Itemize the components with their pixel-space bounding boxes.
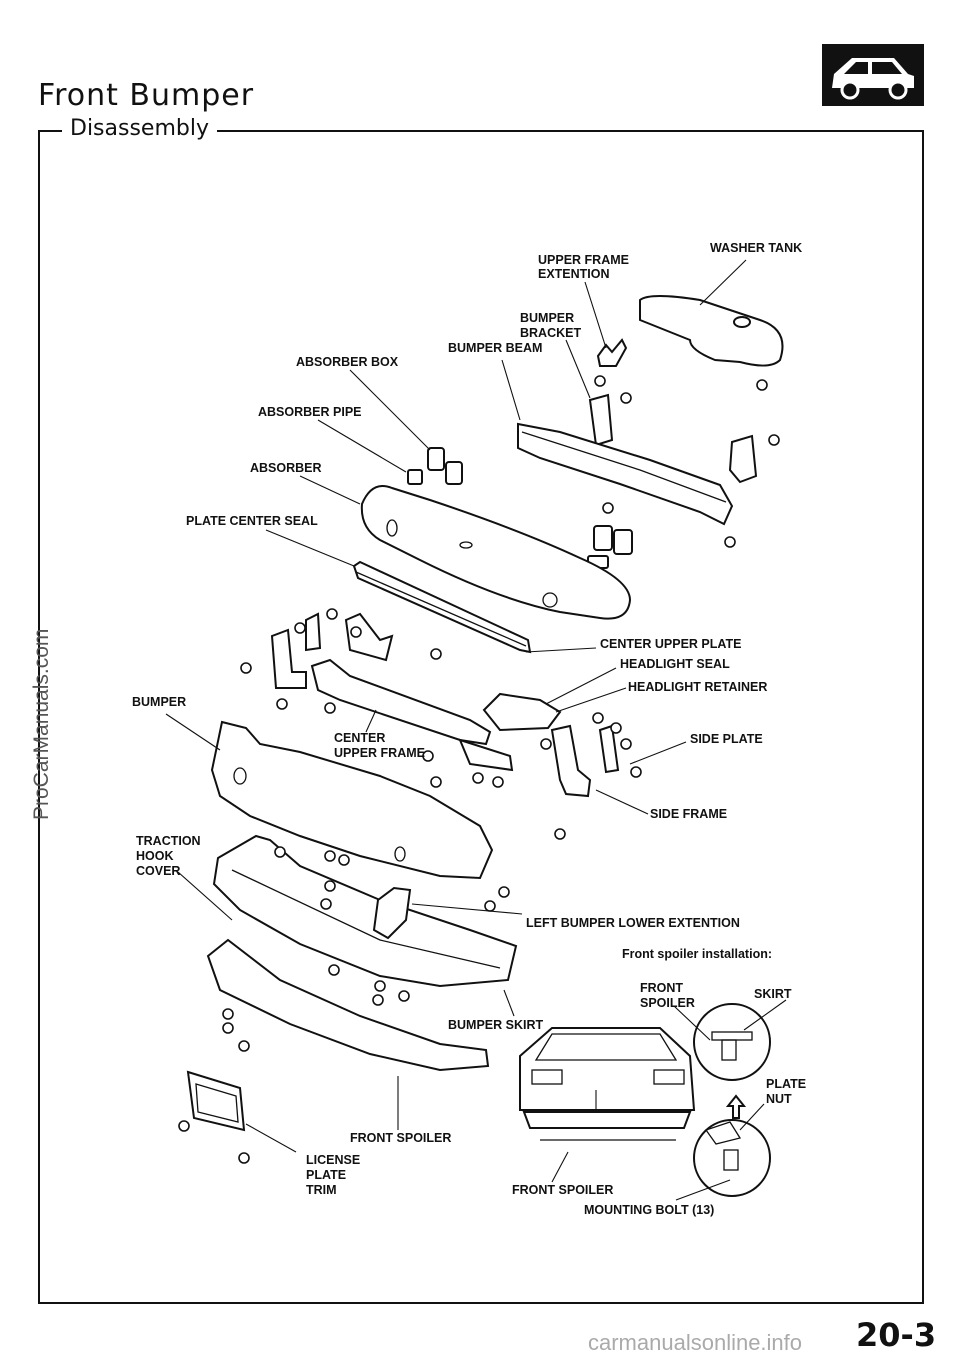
- label-bumper-skirt: BUMPER SKIRT: [448, 1018, 544, 1032]
- label-plate-nut-2: NUT: [766, 1092, 792, 1106]
- label-plate-nut-1: PLATE: [766, 1077, 806, 1091]
- right-bumper-bracket: [728, 434, 758, 484]
- bumper-beam: [517, 422, 734, 526]
- site-watermark: carmanualsonline.info: [588, 1330, 803, 1355]
- label-headlight-retainer: HEADLIGHT RETAINER: [628, 680, 767, 694]
- washer-tank: [639, 295, 784, 367]
- absorber-box: [407, 447, 463, 485]
- label-front-spoiler: FRONT SPOILER: [350, 1131, 451, 1145]
- license-plate-trim: [186, 1070, 246, 1132]
- side-frame: [550, 724, 620, 798]
- label-traction-hook-cover-3: COVER: [136, 864, 180, 878]
- fasteners: [178, 375, 780, 1164]
- label-side-plate: SIDE PLATE: [690, 732, 763, 746]
- page-title: Front Bumper: [38, 78, 255, 113]
- watermark-text: ProCarManuals.com: [30, 628, 53, 820]
- front-spoiler-installation-car-view: [519, 1027, 696, 1141]
- label-front-spoiler-detail-1: FRONT: [640, 981, 683, 995]
- label-absorber-box: ABSORBER BOX: [296, 355, 399, 369]
- bumper-skirt: [212, 834, 518, 988]
- label-front-spoiler-detail-2: SPOILER: [640, 996, 695, 1010]
- headlight-retainer: [482, 692, 562, 732]
- bumper-bracket: [588, 393, 614, 447]
- label-front-spoiler-installation: Front spoiler installation:: [622, 947, 772, 961]
- label-upper-frame-extention-1: UPPER FRAME: [538, 253, 629, 267]
- label-center-upper-frame-2: UPPER FRAME: [334, 746, 425, 760]
- plate-nut-detail-circle: [693, 1119, 771, 1197]
- label-front-spoiler-lower: FRONT SPOILER: [512, 1183, 613, 1197]
- skirt-detail-circle: [693, 1003, 771, 1081]
- label-side-frame: SIDE FRAME: [650, 807, 727, 821]
- label-bumper-bracket-1: BUMPER: [520, 311, 574, 325]
- label-traction-hook-cover-1: TRACTION: [136, 834, 201, 848]
- label-license-plate-trim-1: LICENSE: [306, 1153, 360, 1167]
- section-subtitle: Disassembly: [62, 116, 217, 141]
- up-arrow-icon: [725, 1094, 747, 1119]
- label-washer-tank: WASHER TANK: [710, 241, 802, 255]
- label-plate-center-seal: PLATE CENTER SEAL: [186, 514, 318, 528]
- left-side-bracket: [270, 612, 394, 689]
- label-left-bumper-lower-extention: LEFT BUMPER LOWER EXTENTION: [526, 916, 740, 930]
- label-absorber-pipe: ABSORBER PIPE: [258, 405, 362, 419]
- label-upper-frame-extention-2: EXTENTION: [538, 267, 610, 281]
- car-silhouette-icon: [822, 44, 924, 106]
- label-center-upper-plate: CENTER UPPER PLATE: [600, 637, 741, 651]
- lower-absorber-box: [587, 525, 633, 569]
- label-license-plate-trim-2: PLATE: [306, 1168, 346, 1182]
- upper-frame-extention: [596, 338, 628, 367]
- bumper: [210, 720, 494, 880]
- label-headlight-seal: HEADLIGHT SEAL: [620, 657, 730, 671]
- label-traction-hook-cover-2: HOOK: [136, 849, 174, 863]
- label-bumper-beam: BUMPER BEAM: [448, 341, 542, 355]
- left-bumper-lower-extention: [372, 886, 412, 940]
- label-license-plate-trim-3: TRIM: [306, 1183, 337, 1197]
- absorber: [360, 485, 632, 620]
- label-skirt: SKIRT: [754, 987, 792, 1001]
- front-spoiler: [206, 938, 490, 1072]
- label-bumper: BUMPER: [132, 695, 186, 709]
- label-mounting-bolt: MOUNTING BOLT (13): [584, 1203, 714, 1217]
- diagram-frame: [38, 130, 924, 1304]
- center-upper-frame: [310, 658, 514, 772]
- label-bumper-bracket-2: BRACKET: [520, 326, 581, 340]
- page-number: 20-3: [856, 1316, 937, 1354]
- label-absorber: ABSORBER: [250, 461, 322, 475]
- leader-lines: [165, 259, 787, 1201]
- label-center-upper-frame-1: CENTER: [334, 731, 385, 745]
